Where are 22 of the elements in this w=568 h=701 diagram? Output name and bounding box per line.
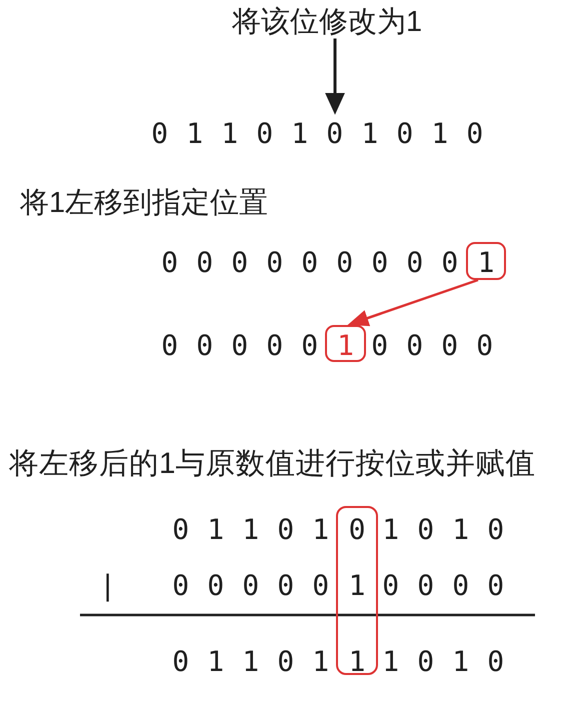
bit-row: 0 0 0 0 0	[172, 570, 330, 601]
bit-row: 0 0 0 0 0	[161, 330, 319, 361]
highlighted-bit: 1	[325, 325, 366, 362]
highlighted-bit: 1	[466, 242, 506, 280]
bit-digit: 0	[348, 515, 366, 546]
bit-digit: 1	[348, 647, 366, 678]
highlight-column	[336, 506, 378, 675]
instruction-text: 将该位修改为1	[232, 6, 422, 38]
arrow	[348, 278, 478, 326]
bit-row: 1 0 1 0	[382, 514, 505, 545]
arrow	[325, 38, 345, 115]
bit-digit: 1	[348, 571, 366, 602]
section-heading: 将左移后的1与原数值进行按位或并赋值	[9, 446, 536, 480]
or-operator: |	[99, 570, 117, 601]
bit-row: 0 1 1 0 1	[172, 514, 330, 545]
bit-row: 0 1 1 0 1 0 1 0 1 0	[151, 114, 484, 153]
section-heading: 将1左移到指定位置	[20, 187, 268, 220]
bit-row: 1 0 1 0	[382, 646, 505, 677]
bit-row: 0 0 0 0	[382, 570, 505, 601]
bit-row: 0 1 1 0 1	[172, 646, 330, 677]
bit-row: 0 0 0 0	[371, 330, 494, 361]
bit-row: 0 0 0 0 0 0 0 0 0	[161, 248, 459, 278]
